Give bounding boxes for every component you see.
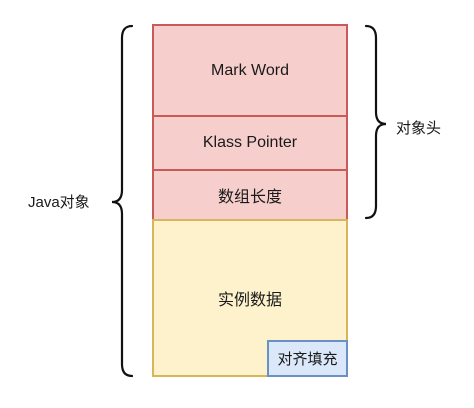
java-object-label: Java对象	[28, 194, 90, 211]
mark-word-block: Mark Word	[152, 24, 348, 117]
instance-data-label: 实例数据	[217, 292, 282, 309]
object-header-label: 对象头	[396, 120, 442, 137]
instance-data-block: 实例数据	[152, 219, 348, 377]
klass-pointer-label: Klass Pointer	[202, 134, 298, 151]
array-length-label: 数组长度	[217, 189, 282, 206]
array-length-block: 数组长度	[152, 169, 348, 221]
java-object-brace	[111, 24, 134, 378]
mark-word-label: Mark Word	[211, 61, 289, 79]
klass-pointer-block: Klass Pointer	[152, 115, 348, 171]
padding-block: 对齐填充	[267, 340, 348, 377]
object-header-brace	[364, 24, 387, 220]
padding-label: 对齐填充	[277, 351, 338, 368]
